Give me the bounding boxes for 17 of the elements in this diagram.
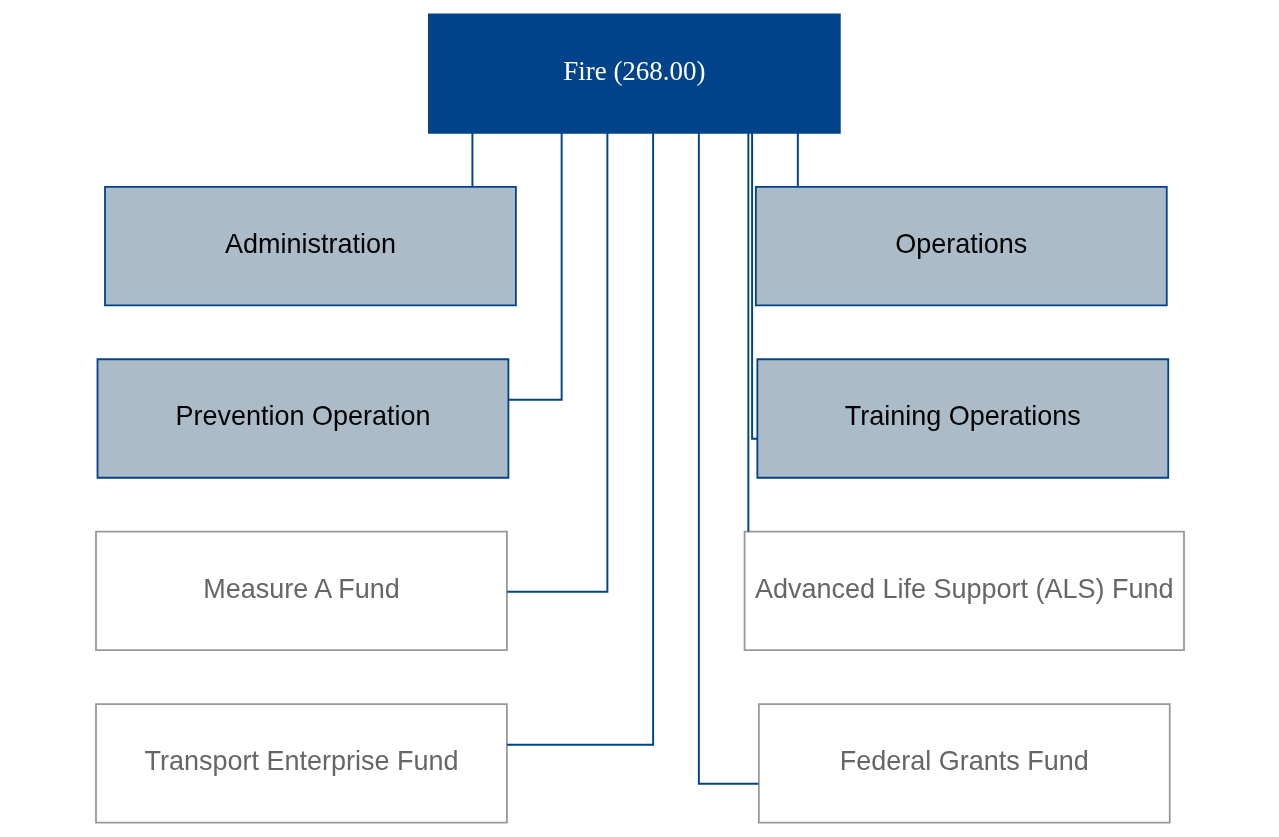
connector <box>697 131 759 785</box>
connector <box>505 132 654 746</box>
node-box: Measure A Fund <box>94 530 508 652</box>
node-box: Training Operations <box>755 358 1169 479</box>
node-box: Advanced Life Support (ALS) Fund <box>743 530 1185 652</box>
connector <box>507 132 563 401</box>
node-box: Prevention Operation <box>96 358 509 479</box>
node-box: Administration <box>103 185 517 307</box>
connector <box>470 131 473 188</box>
node-box: Fire (268.00) <box>427 13 841 134</box>
connector <box>505 132 608 593</box>
connector <box>796 131 799 188</box>
node-box: Operations <box>754 185 1168 307</box>
node-box: Federal Grants Fund <box>757 703 1171 824</box>
connector <box>746 131 749 533</box>
connector <box>750 132 758 440</box>
node-box: Transport Enterprise Fund <box>94 703 508 824</box>
